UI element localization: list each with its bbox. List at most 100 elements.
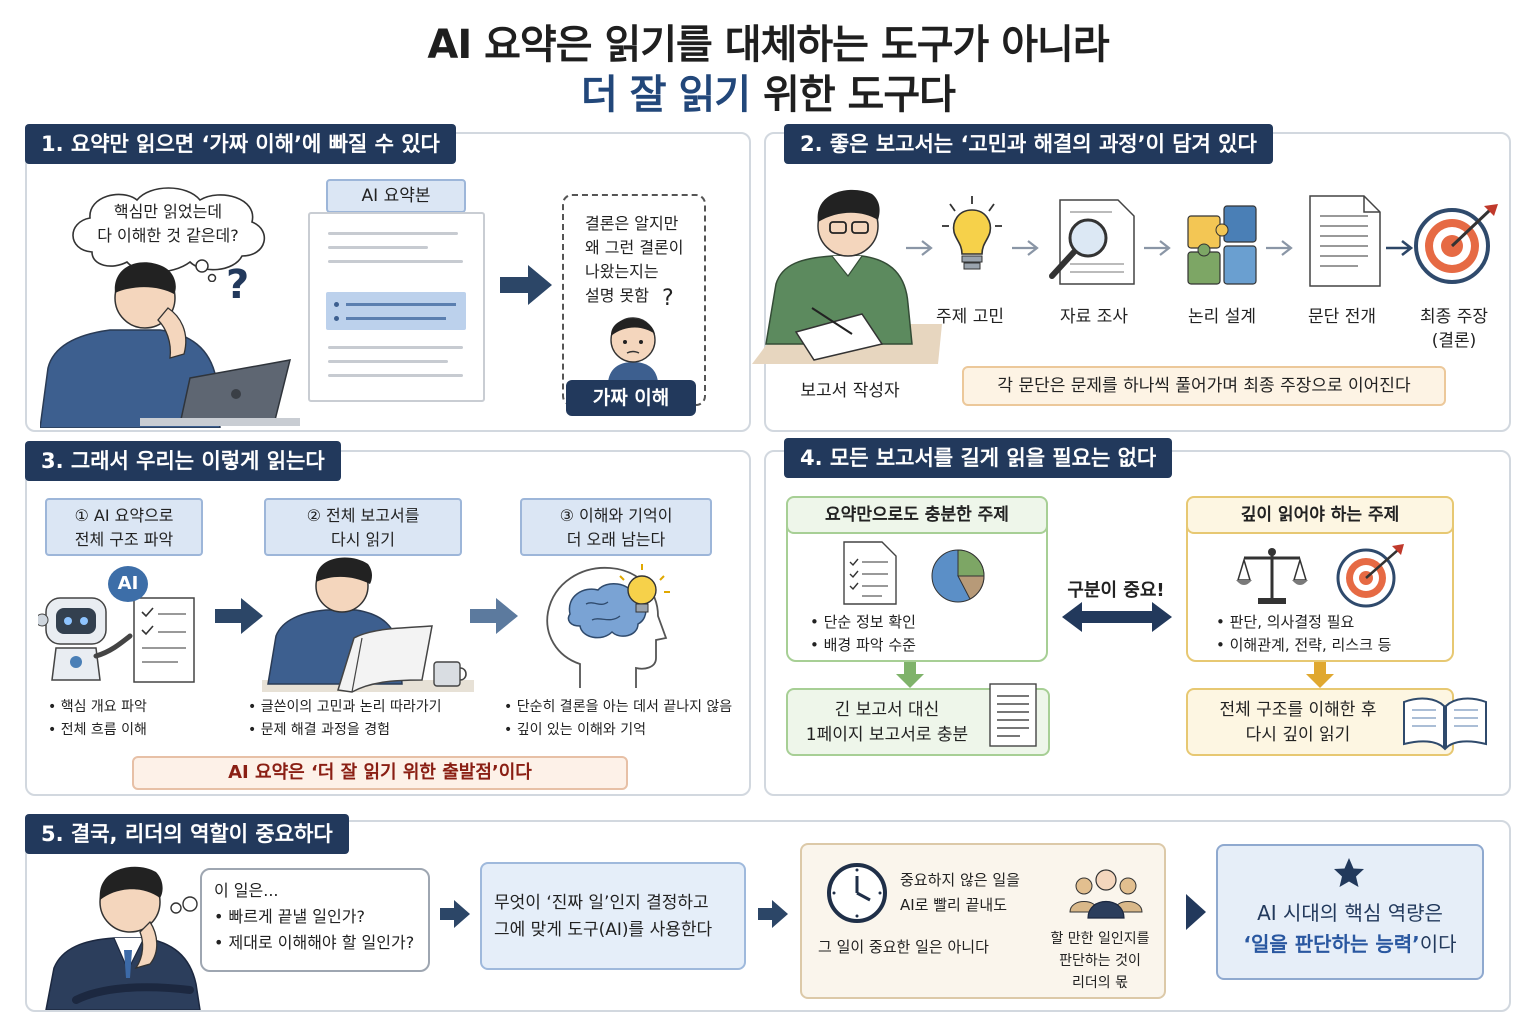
people-text: 할 만한 일인지를 판단하는 것이 리더의 몫 — [1040, 928, 1160, 994]
document-icon — [1309, 195, 1381, 287]
step-label-3: 논리 설계 — [1188, 307, 1256, 327]
clock-text: 중요하지 않은 일을 AI로 빨리 끝내도 — [900, 868, 1020, 918]
core-competency-text: AI 시대의 핵심 역량은 ‘일을 판단하는 능력’이다 — [1220, 898, 1480, 960]
left-result-line-2: 1페이지 보고서로 충분 — [805, 725, 969, 745]
one-page-document-icon — [989, 683, 1037, 747]
arrow-right-icon — [1266, 240, 1293, 256]
report-writer-label: 보고서 작성자 — [800, 381, 900, 401]
bubble-item-2: 제대로 이해해야 할 일인가? — [228, 933, 415, 952]
thought-dots-icon — [170, 896, 198, 914]
summary-enough-head: 요약만으로도 충분한 주제 — [786, 496, 1048, 534]
star-icon — [1334, 858, 1364, 887]
thought-line-1: 핵심만 읽었는데 — [113, 202, 223, 221]
clock-line-1: 중요하지 않은 일을 — [900, 871, 1020, 889]
step-label-5: 최종 주장 — [1420, 307, 1488, 327]
decide-text: 무엇이 ‘진짜 일’인지 결정하고 그에 맞게 도구(AI)를 사용한다 — [494, 890, 712, 944]
step-box-2: ② 전체 보고서를 다시 읽기 — [264, 498, 462, 556]
people-line-1: 할 만한 일인지를 — [1050, 931, 1150, 947]
fake-understanding-badge: 가짜 이해 — [566, 380, 696, 416]
right-result-line-2: 다시 깊이 읽기 — [1245, 725, 1351, 745]
target-icon — [1414, 204, 1498, 284]
section-3-title: 3. 그래서 우리는 이렇게 읽는다 — [25, 441, 341, 481]
target-icon — [1336, 544, 1404, 608]
s3-b3-item-2: 깊이 있는 이해와 기억 — [516, 722, 646, 738]
step-3-line-1: ③ 이해와 기억이 — [559, 506, 673, 525]
final-rest: 이다 — [1419, 932, 1457, 956]
left-bullet-1: 단순 정보 확인 — [823, 613, 916, 631]
section-4-title: 4. 모든 보고서를 길게 읽을 필요는 없다 — [784, 438, 1173, 478]
deep-reread-text: 전체 구조를 이해한 후 다시 깊이 읽기 — [1196, 698, 1400, 748]
reading-person-icon — [262, 557, 474, 693]
final-line-1: AI 시대의 핵심 역량은 — [1257, 901, 1443, 925]
title-rest: 위한 도구다 — [750, 72, 956, 118]
s3-b1-item-2: 전체 흐름 이해 — [60, 722, 147, 738]
puzzle-icon — [1187, 205, 1257, 285]
step-1-line-2: 전체 구조 파악 — [74, 530, 174, 549]
note-line-2: 왜 그런 결론이 — [585, 238, 684, 257]
s3-b1-item-1: 핵심 개요 파악 — [60, 699, 147, 715]
s3-bullets-3: • 단순히 결론을 아는 데서 끝나지 않음 • 깊이 있는 이해와 기억 — [504, 699, 733, 738]
arrow-right-icon — [500, 265, 552, 305]
arrow-right-icon — [470, 598, 518, 634]
arrow-right-icon — [758, 900, 788, 928]
one-page-text: 긴 보고서 대신 1페이지 보고서로 충분 — [792, 698, 982, 748]
step-2-line-1: ② 전체 보고서를 — [306, 506, 420, 525]
decide-line-2: 그에 맞게 도구(AI)를 사용한다 — [494, 920, 713, 940]
ai-badge: AI — [108, 566, 148, 602]
brain-head-icon — [546, 564, 670, 688]
people-line-3: 리더의 몫 — [1072, 975, 1128, 991]
note-line-4: 설명 못함 — [585, 286, 649, 305]
bubble-item-1: 빠르게 끝낼 일인가? — [228, 907, 365, 926]
step-label-4: 문단 전개 — [1308, 307, 1376, 327]
note-line-1: 결론은 알지만 — [585, 214, 679, 233]
s3-bullets-2: • 글쓴이의 고민과 논리 따라가기 • 문제 해결 과정을 경험 — [248, 699, 442, 738]
page-title-line1: AI 요약은 읽기를 대체하는 도구가 아니라 — [427, 22, 1109, 68]
pie-chart-icon — [931, 549, 985, 603]
ai-summary-document — [308, 212, 485, 402]
section-2-title: 2. 좋은 보고서는 ‘고민과 해결의 과정’이 담겨 있다 — [784, 124, 1273, 164]
section-1-title: 1. 요약만 읽으면 ‘가짜 이해’에 빠질 수 있다 — [25, 124, 456, 164]
right-bullet-1: 판단, 의사결정 필요 — [1229, 613, 1355, 631]
step-label-5-sub: (결론) — [1431, 331, 1477, 351]
bubble-head: 이 일은... — [214, 881, 279, 900]
leader-question-text: 이 일은... • 빠르게 끝낼 일인가? • 제대로 이해해야 할 일인가? — [214, 878, 414, 956]
team-people-icon — [1069, 869, 1143, 919]
paragraph-note: 각 문단은 문제를 하나씩 풀어가며 최종 주장으로 이어진다 — [962, 366, 1446, 406]
ai-robot-icon — [38, 597, 195, 683]
double-arrow-icon — [1062, 602, 1172, 632]
open-book-icon — [1403, 697, 1487, 751]
right-bullet-2: 이해관계, 전략, 리스크 등 — [1229, 636, 1392, 654]
s3-b2-item-2: 문제 해결 과정을 경험 — [260, 722, 390, 738]
s3-b3-item-1: 단순히 결론을 아는 데서 끝나지 않음 — [516, 699, 733, 715]
arrow-right-icon — [440, 900, 470, 928]
step-2-line-2: 다시 읽기 — [331, 530, 395, 549]
right-result-line-1: 전체 구조를 이해한 후 — [1219, 700, 1377, 720]
decide-box — [480, 862, 746, 970]
arrow-right-icon — [1012, 240, 1039, 256]
step-3-line-2: 더 오래 남는다 — [566, 530, 666, 549]
arrow-right-icon — [1386, 239, 1414, 257]
leader-question-bubble — [200, 868, 430, 972]
people-line-2: 판단하는 것이 — [1059, 953, 1141, 969]
arrow-right-icon — [215, 598, 263, 634]
triangle-arrow-icon — [1186, 894, 1206, 930]
step-box-3: ③ 이해와 기억이 더 오래 남는다 — [520, 498, 712, 556]
left-bullet-2: 배경 파악 수준 — [823, 636, 916, 654]
lightbulb-icon — [942, 196, 1002, 270]
step-label-2: 자료 조사 — [1060, 307, 1128, 327]
left-result-line-1: 긴 보고서 대신 — [834, 700, 940, 720]
s3-b2-item-1: 글쓴이의 고민과 논리 따라가기 — [260, 699, 442, 715]
arrow-down-icon — [896, 662, 924, 688]
research-magnifier-icon — [1049, 199, 1135, 285]
note-line-3: 나왔는지는 — [585, 262, 659, 281]
right-bullets: • 판단, 의사결정 필요 • 이해관계, 전략, 리스크 등 — [1216, 613, 1392, 654]
confused-face-icon — [608, 317, 658, 382]
section-5-title: 5. 결국, 리더의 역할이 중요하다 — [25, 814, 349, 854]
step-1-line-1: ① AI 요약으로 — [74, 506, 174, 525]
question-mark-icon: ? — [226, 262, 250, 308]
step-label-1: 주제 고민 — [936, 307, 1004, 327]
scale-icon — [1236, 548, 1308, 604]
report-writer-icon — [752, 189, 942, 364]
s3-bullets-1: • 핵심 개요 파악 • 전체 흐름 이해 — [48, 699, 147, 738]
clock-line-2: AI로 빨리 끝내도 — [900, 896, 1008, 914]
